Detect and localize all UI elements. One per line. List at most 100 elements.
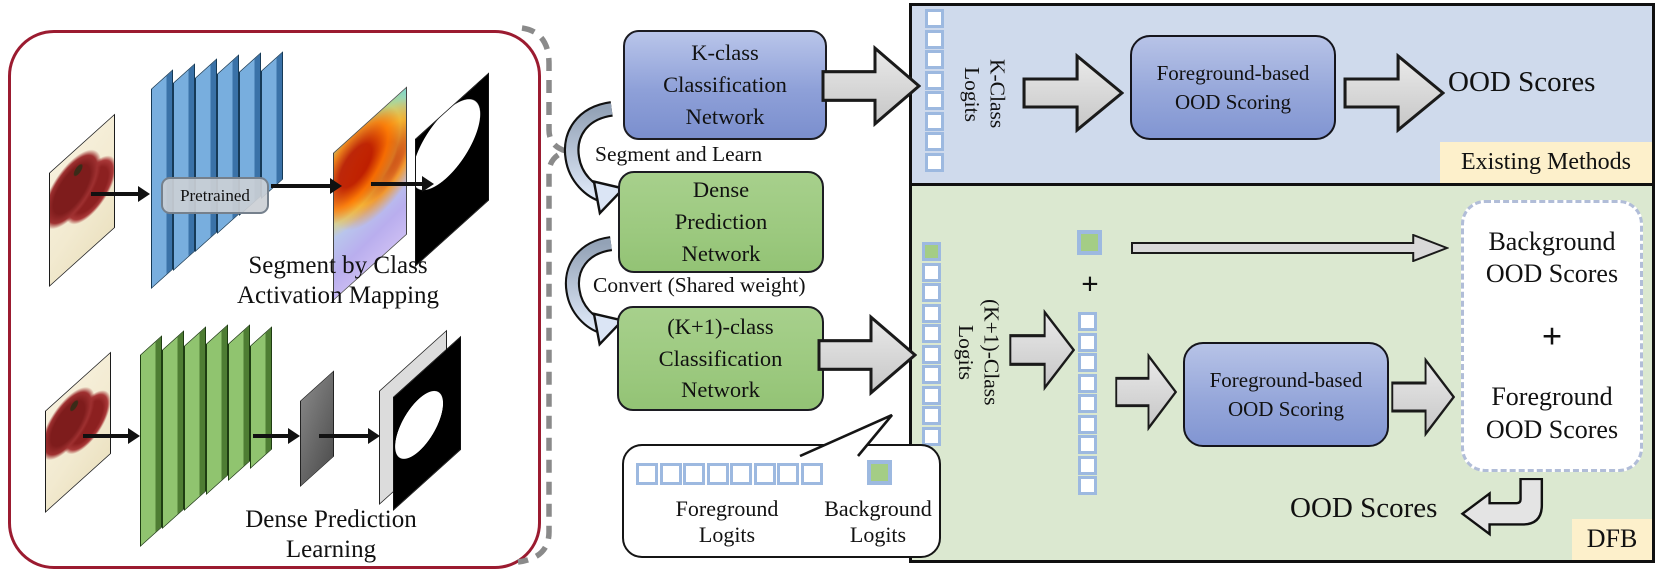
segmentation-mask-image: [415, 72, 489, 267]
block-arrow-right-icon: [1343, 52, 1445, 134]
ood-sum-result-box: Background OOD Scores + Foreground OOD S…: [1461, 200, 1643, 472]
foreground-logit-cell: [925, 70, 944, 90]
foreground-logits-vector: [1078, 312, 1097, 495]
left-illustration-panel: Pretrained Segment by Class Activation M…: [8, 30, 541, 569]
cnn-layer-icon: [184, 326, 206, 511]
background-logit-cell: [867, 460, 892, 485]
cnn-layer-icon: [206, 324, 228, 495]
background-logit-cell: [1077, 230, 1102, 255]
foreground-logit-cell: [659, 463, 682, 485]
logits-plus-sign: +: [1081, 266, 1099, 301]
foreground-ood-scoring-box: Foreground-based OOD Scoring: [1130, 35, 1336, 140]
foreground-logit-cell: [730, 463, 752, 485]
block-arrow-right-icon: [1022, 52, 1124, 134]
legend-background-label: Background Logits: [824, 496, 932, 547]
legend-foreground-squares: [636, 463, 823, 485]
dense-prediction-network-box: Dense Prediction Network: [618, 171, 824, 273]
arrow-right-icon: [253, 428, 300, 443]
cnn-layer-icon: [162, 330, 184, 529]
input-image-apples-bottom: [45, 351, 111, 513]
cnn-layer-icon: [228, 324, 250, 481]
arrow-right-icon: [91, 186, 150, 201]
k-class-logits-vector: [925, 9, 944, 172]
segment-learn-label: Segment and Learn: [595, 142, 763, 166]
foreground-logit-cell: [800, 463, 823, 485]
dfb-ood-scores-text: OOD Scores: [1290, 492, 1438, 524]
thin-arrow-right-icon: [1131, 234, 1449, 262]
foreground-logit-cell: [922, 303, 941, 323]
foreground-logit-cell: [925, 29, 944, 49]
logits-legend-bubble: Foreground Logits Background Logits: [622, 444, 941, 558]
foreground-logit-cell: [925, 91, 944, 110]
cnn-layer-icon: [261, 51, 283, 200]
foreground-logit-cell: [1078, 414, 1097, 434]
dense-caption: Dense Prediction Learning: [245, 506, 417, 563]
curved-arrow-down-icon: [564, 236, 625, 347]
cam-caption: Segment by Class Activation Mapping: [236, 252, 440, 309]
foreground-logit-cell: [925, 152, 944, 172]
foreground-logit-cell: [925, 111, 944, 131]
background-logit-cell: [922, 242, 941, 261]
foreground-logit-cell: [925, 50, 944, 69]
elbow-arrow-left-icon: [1460, 478, 1544, 537]
cnn-layer-icon: [140, 335, 162, 547]
foreground-logit-cell: [922, 283, 941, 302]
foreground-logit-cell: [922, 406, 941, 425]
cnn-layer-icon: [195, 58, 217, 253]
block-arrow-right-icon: [1009, 308, 1075, 392]
foreground-logit-cell: [706, 463, 729, 485]
curved-arrow-down-icon: [563, 101, 626, 216]
background-logit-square: [1077, 230, 1102, 255]
legend-background-square: [867, 460, 892, 485]
foreground-logit-cell: [1078, 455, 1097, 475]
k1-class-network-box: (K+1)-class Classification Network: [617, 306, 824, 411]
feature-map-image: [300, 370, 334, 487]
foreground-logit-cell: [922, 324, 941, 343]
existing-methods-panel: K-Class Logits Foreground-based OOD Scor…: [912, 6, 1652, 186]
foreground-ood-scores-text: Foreground OOD Scores: [1485, 382, 1619, 444]
foreground-logit-cell: [925, 132, 944, 151]
foreground-logit-cell: [753, 463, 776, 485]
foreground-logit-cell: [777, 463, 799, 485]
foreground-ood-scoring-box-dfb: Foreground-based OOD Scoring: [1183, 342, 1389, 447]
k-class-logits-label: K-Class Logits: [959, 59, 1010, 129]
legend-foreground-label: Foreground Logits: [675, 496, 779, 547]
foreground-logit-cell: [1078, 435, 1097, 454]
foreground-logit-cell: [922, 385, 941, 405]
foreground-logit-cell: [1078, 312, 1097, 331]
background-ood-scores-text: Background OOD Scores: [1485, 226, 1619, 289]
dfb-panel: (K+1)-Class Logits + Foreground-based OO…: [912, 186, 1652, 560]
foreground-logit-cell: [1078, 394, 1097, 413]
arrow-right-icon: [83, 428, 140, 443]
arrow-right-icon: [271, 178, 342, 193]
pretrained-text: Pretrained: [180, 185, 250, 205]
input-image-apples-top: [49, 113, 115, 287]
foreground-logit-cell: [1078, 373, 1097, 393]
right-panels-block: K-Class Logits Foreground-based OOD Scor…: [909, 3, 1655, 563]
k-class-network-box: K-class Classification Network: [623, 30, 827, 140]
cnn-layer-icon: [173, 63, 195, 271]
pretrained-label: Pretrained: [161, 177, 269, 214]
foreground-logit-cell: [925, 9, 944, 28]
k1-class-logits-vector: [922, 242, 941, 446]
arrow-right-icon: [371, 176, 434, 191]
dfb-badge: DFB: [1572, 518, 1652, 560]
k1-class-logits-label: (K+1)-Class Logits: [953, 298, 1004, 406]
foreground-logit-cell: [922, 365, 941, 384]
arrow-right-icon: [319, 428, 380, 443]
foreground-logit-cell: [1078, 476, 1097, 495]
existing-methods-badge: Existing Methods: [1440, 142, 1652, 183]
foreground-logit-cell: [1078, 332, 1097, 352]
existing-ood-scores-text: OOD Scores: [1448, 66, 1596, 98]
foreground-logit-cell: [636, 463, 658, 485]
cnn-layer-icon: [250, 326, 272, 469]
block-arrow-right-icon: [817, 313, 917, 397]
block-arrow-right-icon: [1391, 356, 1455, 438]
foreground-logit-cell: [1078, 353, 1097, 372]
block-arrow-right-icon: [1115, 352, 1177, 432]
foreground-logit-cell: [922, 262, 941, 282]
block-arrow-right-icon: [821, 44, 921, 128]
foreground-logit-cell: [922, 426, 941, 446]
bubble-pointer-icon: [799, 413, 894, 457]
